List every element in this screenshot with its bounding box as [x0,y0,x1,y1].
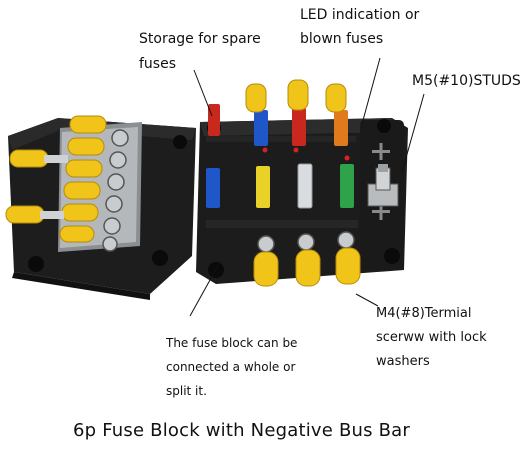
label-storage-spare-fuses: Storage for spare fuses [139,27,261,77]
spare-fuse-blue [254,110,268,146]
spare-fuse-red [208,104,220,136]
label-line: fuses [139,56,177,72]
leader-lines [189,57,425,317]
leader-m4 [355,293,379,307]
label-line: scerww with lock [376,330,487,345]
fuse-block [196,79,408,287]
mounting-hole [152,250,168,266]
yellow-terminals-front [253,247,361,287]
led-indicator [262,147,268,153]
m5-stud [367,164,399,207]
label-led-indication: LED indication or blown fuses [300,3,419,51]
label-split-block: The fuse block can be connected a whole … [166,331,297,403]
mounting-hole [377,119,391,133]
label-line: Storage for spare [139,31,261,47]
mounting-hole [384,248,400,264]
negative-bus-bar [5,115,196,300]
yellow-terminals-left [5,115,107,243]
leader-storage [193,69,213,117]
fuse-green [340,164,354,208]
plus-mark [372,143,390,160]
leader-m5 [401,93,425,173]
led-indicator [293,147,299,153]
spare-fuse-orange [334,110,348,146]
label-line: washers [376,354,430,369]
led-indicator [344,155,350,161]
label-line: blown fuses [300,31,384,47]
label-line: connected a whole or [166,360,296,374]
fuse-yellow [256,166,270,208]
active-fuses [206,163,354,209]
bus-screws [102,129,129,252]
spare-fuses [208,104,348,146]
leader-split [189,261,221,317]
leader-led [361,57,381,125]
plus-mark [372,203,390,220]
yellow-terminals-top [245,79,347,113]
label-line: LED indication or [300,7,420,23]
spare-fuse-red [292,108,306,146]
label-line: M4(#8)Termial [376,306,472,321]
front-screws [257,231,355,253]
mounting-hole [173,135,187,149]
mounting-hole [28,256,44,272]
label-m4-terminal: M4(#8)Termial scerww with lock washers [376,302,487,374]
fuse-blue [206,168,220,208]
caption: 6p Fuse Block with Negative Bus Bar [73,420,411,441]
fuse-clear [297,163,313,209]
label-line: The fuse block can be [166,336,298,350]
label-line: split it. [166,384,207,398]
label-m5-studs: M5(#10)STUDS [412,73,521,89]
